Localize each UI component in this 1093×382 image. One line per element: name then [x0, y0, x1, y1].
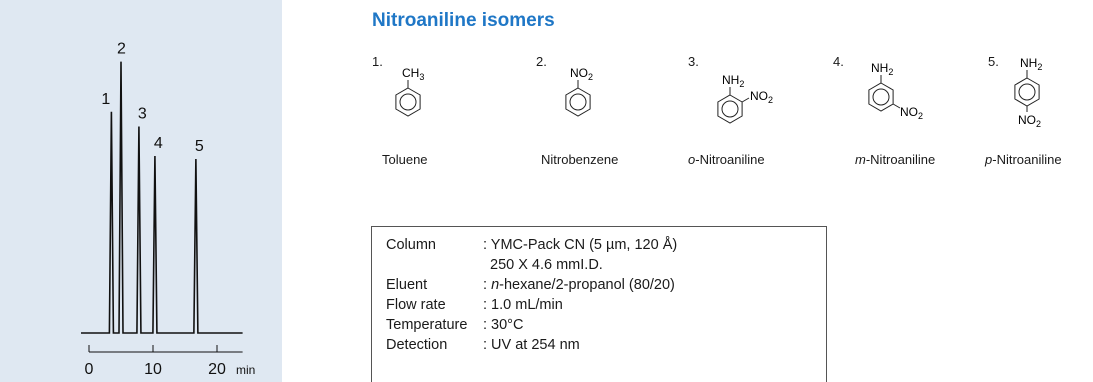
- compound-number: 3.: [688, 54, 699, 69]
- compound-name: Toluene: [382, 152, 428, 167]
- o-nitroaniline-nh2-label: NH2: [722, 73, 744, 89]
- toluene-structure-icon: CH3: [395, 66, 424, 117]
- chromatogram-chart: 1 2 34 5 0 10 20 min: [81, 41, 255, 378]
- compound-name: m-Nitroaniline: [855, 152, 936, 167]
- compound-name: Nitrobenzene: [541, 152, 619, 167]
- page-title: Nitroaniline isomers: [372, 10, 555, 31]
- peak-label: 5: [195, 138, 204, 155]
- condition-flow-rate: Flow rate: 1.0 mL/min: [386, 297, 563, 313]
- compound-name: p-Nitroaniline: [985, 152, 1062, 167]
- condition-temperature: Temperature: 30°C: [386, 317, 524, 333]
- toluene-ch3-label: CH3: [402, 66, 424, 82]
- o-nitroaniline-no2-label: NO2: [750, 89, 773, 105]
- compound-number: 4.: [833, 54, 844, 69]
- conditions-box: Column: YMC-Pack CN (5 µm, 120 Å) 250 X …: [371, 226, 827, 382]
- chromatogram-trace: [81, 61, 243, 334]
- condition-eluent: Eluent: n-hexane/2-propanol (80/20): [386, 277, 675, 293]
- x-tick-label: 20: [208, 361, 226, 378]
- p-nitroaniline-no2-label: NO2: [1018, 113, 1041, 129]
- condition-column: Column: YMC-Pack CN (5 µm, 120 Å): [386, 237, 678, 253]
- m-nitroaniline-no2-label: NO2: [900, 105, 923, 121]
- peak-label: 2: [117, 41, 126, 58]
- condition-detection: Detection: UV at 254 nm: [386, 337, 580, 353]
- peak-label: 3: [138, 106, 147, 123]
- x-tick-label: 0: [85, 361, 94, 378]
- peak-label: 1: [101, 91, 110, 108]
- p-nitroaniline-structure-icon: NH2 NO2: [1014, 56, 1042, 129]
- x-axis-unit: min: [236, 363, 255, 377]
- compound-number: 5.: [988, 54, 999, 69]
- o-nitroaniline-structure-icon: NH2 NO2: [717, 73, 773, 124]
- peak-label: 4: [154, 135, 163, 152]
- compound-number: 2.: [536, 54, 547, 69]
- compound-number: 1.: [372, 54, 383, 69]
- p-nitroaniline-nh2-label: NH2: [1020, 56, 1042, 72]
- condition-column-dimensions: 250 X 4.6 mmI.D.: [490, 257, 603, 273]
- nitrobenzene-structure-icon: NO2: [565, 66, 593, 117]
- compound-name: o-Nitroaniline: [688, 152, 765, 167]
- m-nitroaniline-structure-icon: NH2 NO2: [868, 61, 923, 121]
- m-nitroaniline-nh2-label: NH2: [871, 61, 893, 77]
- x-tick-label: 10: [144, 361, 162, 378]
- nitrobenzene-no2-label: NO2: [570, 66, 593, 82]
